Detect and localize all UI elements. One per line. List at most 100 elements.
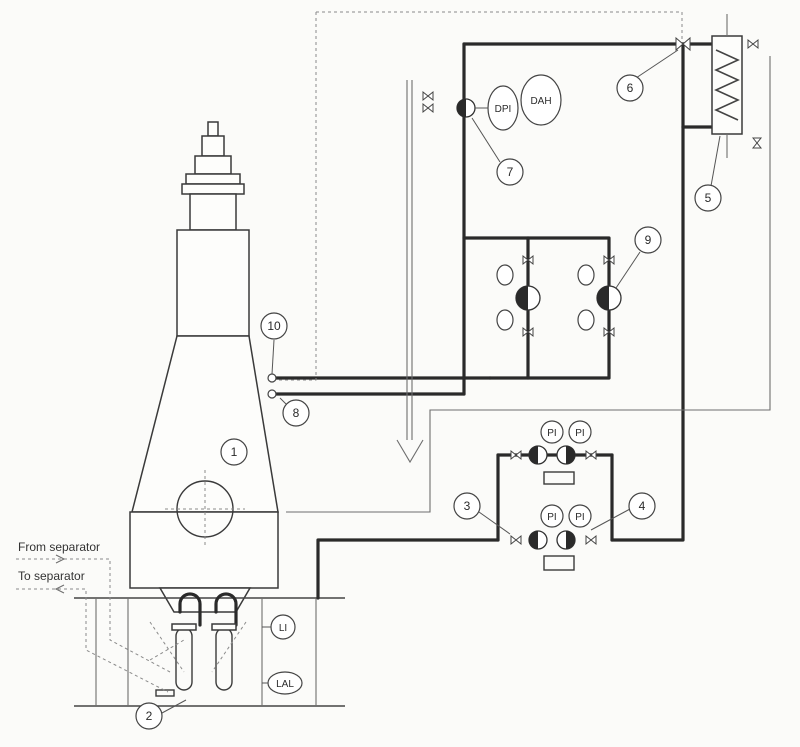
cooler-return-thin	[429, 56, 771, 462]
dp-valve-top	[422, 102, 434, 114]
callout-4	[628, 492, 656, 520]
filter-left-pi-bottom	[496, 309, 514, 331]
filter-loop	[462, 236, 611, 380]
filter-right-valve-top	[603, 254, 615, 266]
valve-lower-out	[585, 534, 597, 546]
callout-7-leader	[471, 117, 501, 163]
pi-lower-right-label: PI	[575, 512, 584, 523]
callout-8	[282, 399, 310, 427]
pi-lower-left	[540, 504, 564, 528]
pi-upper-left-label: PI	[547, 428, 556, 439]
callout-7	[496, 158, 524, 186]
callout-3-text: 3	[464, 499, 471, 513]
nozzle-8	[267, 389, 277, 399]
cooler	[711, 14, 763, 158]
callout-3-leader	[478, 511, 511, 535]
pi-lower-left-label: PI	[547, 512, 556, 523]
callout-9	[634, 226, 662, 254]
filter-right-pi-bottom	[577, 309, 595, 331]
tank-conical-body	[131, 335, 279, 513]
filter-left-pi-top	[496, 264, 514, 286]
filter-right-pi-top	[577, 264, 595, 286]
suction-line	[316, 538, 500, 600]
callout-9-text: 9	[645, 233, 652, 247]
pump-upper-left-fill	[529, 446, 538, 464]
callout-1	[220, 438, 248, 466]
sump-flow-3	[149, 639, 185, 661]
dp-filter-fill	[457, 99, 466, 117]
callout-6	[616, 74, 644, 102]
tank-top-flange	[194, 155, 232, 175]
from-separator-line	[16, 558, 171, 673]
filter-unit-left	[496, 254, 541, 338]
separator-lines: From separator To separator	[16, 540, 171, 693]
filter-left-valve-top	[522, 254, 534, 266]
to-separator-label: To separator	[18, 569, 85, 583]
sump-drain	[155, 689, 175, 697]
pump-set-lower: PI PI	[510, 471, 597, 571]
sump	[74, 592, 345, 707]
filter-right-fill	[597, 286, 609, 310]
callout-10-leader	[271, 339, 275, 375]
callout-8-text: 8	[293, 406, 300, 420]
callout-3	[453, 492, 481, 520]
valve-6	[675, 36, 691, 52]
callout-5-leader	[710, 135, 721, 187]
tank-top-collar	[189, 193, 237, 231]
callout-2	[135, 702, 163, 730]
callout-2-text: 2	[146, 709, 153, 723]
callout-10	[260, 312, 288, 340]
dpi-label: DPI	[495, 104, 512, 115]
valve-upper-in	[510, 449, 522, 461]
pump-set-upper: PI PI	[510, 420, 597, 465]
from-separator-label: From separator	[18, 540, 100, 554]
to-separator-arrow	[54, 584, 65, 594]
cooler-coil	[714, 49, 740, 121]
pump-upper-base	[543, 471, 575, 485]
cooler-drain-valve	[751, 137, 763, 149]
tank-upper-cylinder	[176, 229, 250, 337]
callout-6-leader	[635, 49, 679, 79]
to-separator-line	[16, 588, 169, 693]
drain-funnel	[396, 439, 424, 464]
filter-left-fill	[516, 286, 528, 310]
callout-6-text: 6	[627, 81, 634, 95]
callout-4-text: 4	[639, 499, 646, 513]
strainer-left-cap	[171, 623, 197, 631]
callout-7-text: 7	[507, 165, 514, 179]
dah-label: DAH	[530, 96, 551, 107]
lal-label: LAL	[276, 679, 294, 690]
thin-lines	[272, 11, 771, 513]
callout-2-leader	[161, 699, 187, 714]
valve-lower-in	[510, 534, 522, 546]
u-pipe-right	[214, 592, 238, 627]
top-dashed-line	[316, 11, 683, 40]
tank-top-ring-2	[181, 183, 245, 195]
pump-upper-right-fill	[566, 446, 575, 464]
valve-upper-out	[585, 449, 597, 461]
pump-lower-right-fill	[566, 531, 575, 549]
callout-1-text: 1	[231, 445, 238, 459]
u-pipe-left	[178, 592, 202, 627]
sump-flow-2	[211, 621, 247, 673]
strainer-left	[175, 627, 193, 691]
discharge-riser	[610, 125, 685, 542]
tank-top-nozzle	[207, 121, 219, 137]
filter-unit-right	[577, 254, 622, 338]
tank-top-neck	[201, 135, 225, 157]
tank-base-block	[129, 511, 279, 589]
filter-right-valve-bottom	[603, 326, 615, 338]
pi-upper-right-label: PI	[575, 428, 584, 439]
pump-lower-left-fill	[529, 531, 538, 549]
callouts: 1 2 3 4 5 6 7 8 9 10	[135, 49, 722, 730]
dah-alarm	[520, 74, 562, 126]
nozzle-10	[267, 373, 277, 383]
dp-instrument: DPI DAH	[422, 74, 562, 131]
sump-flow-1	[149, 621, 185, 673]
strainer-right	[215, 627, 233, 691]
level-instruments: LI LAL	[262, 614, 303, 695]
strainer-right-cap	[211, 623, 237, 631]
pi-upper-left	[540, 420, 564, 444]
callout-5	[694, 184, 722, 212]
